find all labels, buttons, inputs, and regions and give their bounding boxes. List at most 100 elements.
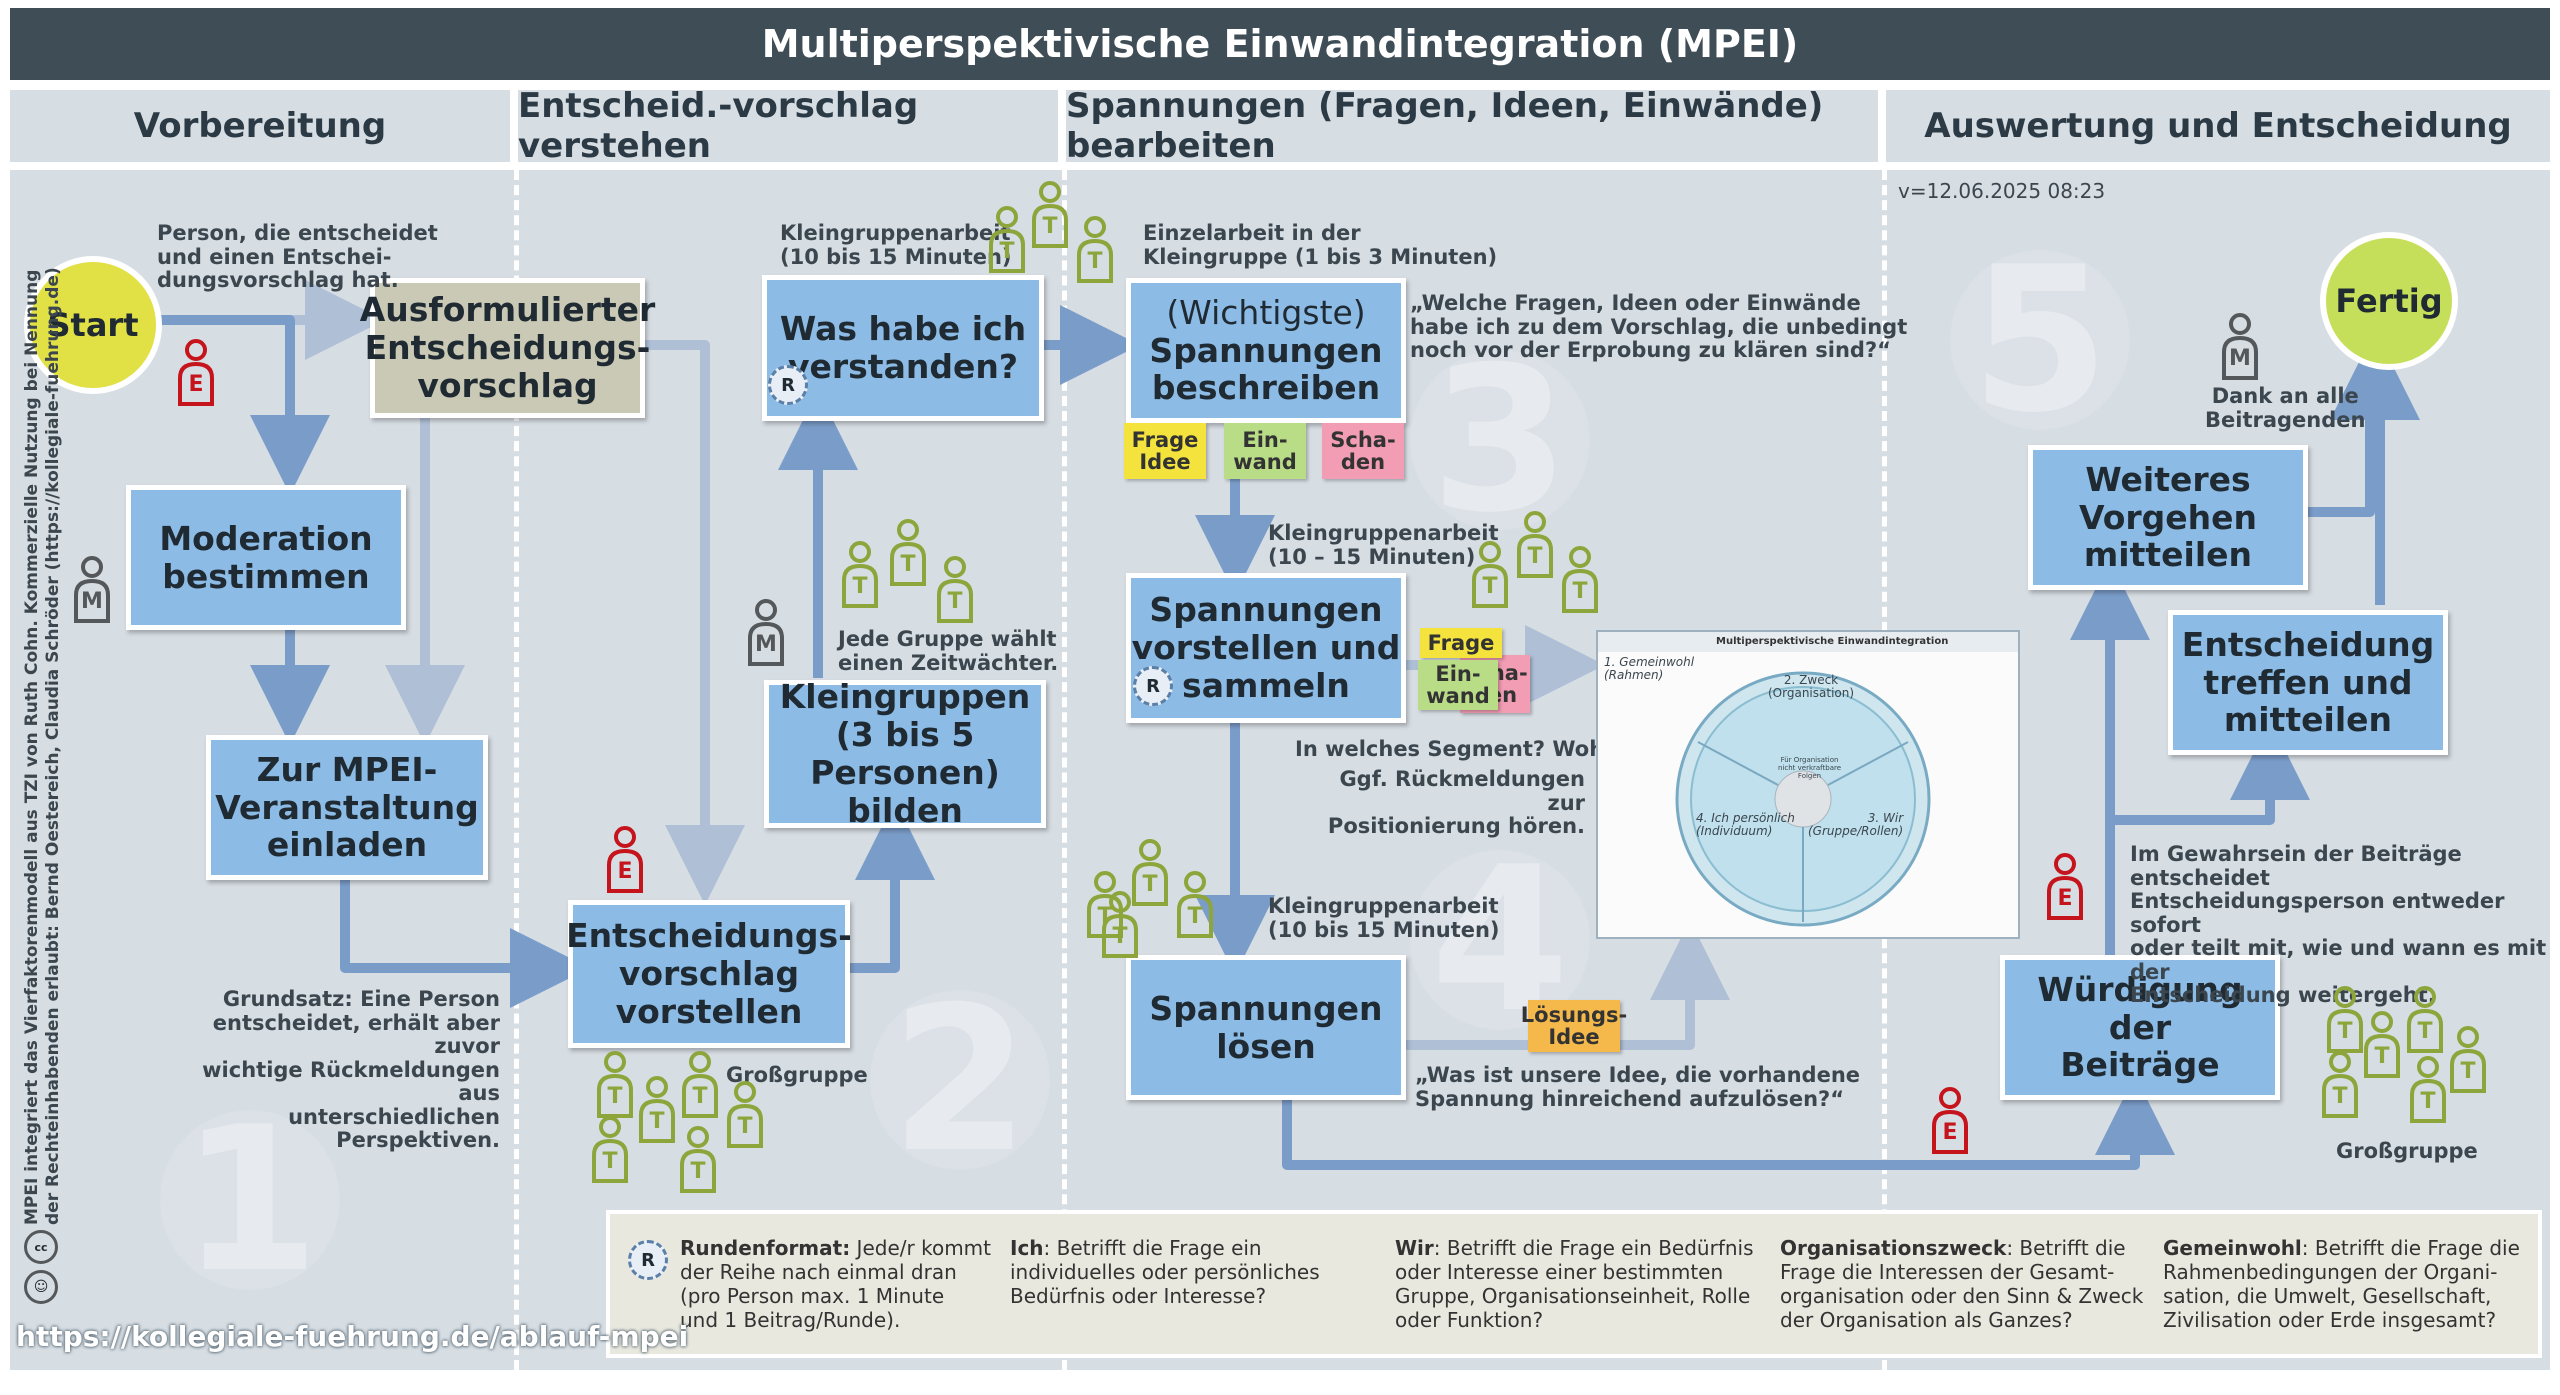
legend-text: Jede/r kommt der Reihe nach einmal dran … <box>680 1236 991 1332</box>
mini-poster-center: Für Organisation nicht verkraftbare Folg… <box>1778 756 1842 780</box>
teilnehmer-letter: T <box>900 552 916 577</box>
page-title: Multiperspektivische Einwandintegration … <box>10 8 2550 80</box>
teilnehmer-letter: T <box>692 1084 708 1109</box>
legend-text: : Betrifft die Frage ein individuelles o… <box>1010 1236 1320 1308</box>
teilnehmer-letter: T <box>1087 249 1103 274</box>
teilnehmer-letter: T <box>607 1084 623 1109</box>
start-node: Start <box>24 256 162 394</box>
fertig-node: Fertig <box>2320 232 2458 370</box>
teilnehmer-icon: T <box>1515 510 1555 580</box>
teilnehmer-letter: T <box>1042 214 1058 239</box>
box-was-verstanden: Was habe ich verstanden? <box>762 275 1044 421</box>
teilnehmer-letter: T <box>1527 544 1543 569</box>
legend-text: : Betrifft die Frage ein Bedürfnis oder … <box>1395 1236 1754 1332</box>
teilnehmer-icon: T <box>725 1080 765 1150</box>
teilnehmer-letter: T <box>947 589 963 614</box>
teilnehmer-icon: T <box>2448 1025 2488 1095</box>
rundenformat-icon: R <box>628 1240 668 1280</box>
entscheider-icon: E <box>605 825 645 895</box>
sticky-frage-idee: Frage Idee <box>1124 423 1206 479</box>
teilnehmer-icon: T <box>1085 870 1125 940</box>
legend-ich: Ich: Betrifft die Frage ein individuelle… <box>1010 1236 1320 1308</box>
cc-icon: cc <box>24 1230 58 1264</box>
note-grossgruppe-1: Großgruppe <box>726 1063 868 1087</box>
teilnehmer-letter: T <box>2374 1044 2390 1069</box>
column-header-spannungen: Spannungen (Fragen, Ideen, Einwände) bea… <box>1066 86 1878 166</box>
rundenformat-icon: R <box>1133 666 1173 706</box>
teilnehmer-icon: T <box>2408 1055 2448 1125</box>
sticky-loesungsidee: Lösungs- Idee <box>1521 1000 1627 1052</box>
box-kleingruppen-bilden: Kleingruppen (3 bis 5 Personen) bilden <box>764 678 1046 829</box>
box-wuerdigung: Würdigung der Beiträge <box>2000 955 2280 1100</box>
teilnehmer-letter: T <box>2337 1019 2353 1044</box>
legend-term: Organisationszweck <box>1780 1236 2007 1260</box>
legend-organisationszweck: Organisationszweck: Betrifft die Frage d… <box>1780 1236 2143 1332</box>
teilnehmer-icon: T <box>2325 985 2365 1055</box>
legend-term: Ich <box>1010 1236 1044 1260</box>
sticky-schaden: Scha- den <box>1322 423 1404 479</box>
mini-poster-zweck: 2. Zweck (Organisation) <box>1768 673 1855 701</box>
entscheider-icon: E <box>2045 852 2085 922</box>
column-header-verstehen: Entscheid.-vorschlag verstehen <box>518 86 1058 166</box>
license-text: MPEI integriert das Vierfaktorenmodell a… <box>22 267 64 1225</box>
entscheider-letter: E <box>188 372 204 397</box>
teilnehmer-letter: T <box>2460 1059 2476 1084</box>
note-grossgruppe-2: Großgruppe <box>2336 1139 2478 1163</box>
rundenformat-icon: R <box>768 365 808 405</box>
legend-text: : Betrifft die Frage die Interessen der … <box>1780 1236 2144 1332</box>
note-zeitwaechter: Jede Gruppe wählt einen Zeitwächter. <box>838 627 1059 675</box>
teilnehmer-icon: T <box>840 540 880 610</box>
legend-box <box>606 1210 2542 1358</box>
divider <box>1062 170 1067 1370</box>
teilnehmer-letter: T <box>852 574 868 599</box>
teilnehmer-icon: T <box>888 518 928 588</box>
mini-poster-gemeinwohl: 1. Gemeinwohl (Rahmen) <box>1604 655 1695 683</box>
box-vorschlag-vorstellen: Entscheidungs- vorschlag vorstellen <box>566 900 852 1048</box>
teilnehmer-letter: T <box>602 1149 618 1174</box>
box-spannungen-loesen: Spannungen lösen <box>1126 955 1406 1100</box>
teilnehmer-icon: T <box>1130 838 1170 908</box>
note-einzelarbeit: Einzelarbeit in der Kleingruppe (1 bis 3… <box>1143 221 1498 269</box>
column-header-vorbereitung: Vorbereitung <box>10 90 510 162</box>
teilnehmer-letter: T <box>2420 1089 2436 1114</box>
teilnehmer-letter: T <box>690 1159 706 1184</box>
moderator-icon: M <box>2220 312 2260 382</box>
moderator-icon: M <box>746 598 786 668</box>
mini-poster-wir: 3. Wir (Gruppe/Rollen) <box>1808 811 1904 839</box>
column-header-auswertung: Auswertung und Entscheidung <box>1886 90 2550 162</box>
divider <box>514 170 519 1370</box>
teilnehmer-icon: T <box>1030 180 1070 250</box>
box-beschreiben-label: Spannungen beschreiben <box>1149 330 1383 408</box>
mini-poster-wheel <box>1675 671 1931 927</box>
note-person: Person, die entscheidet und einen Entsch… <box>157 221 438 293</box>
teilnehmer-letter: T <box>1112 924 1128 949</box>
sticky-frage-stack: Frage <box>1420 628 1502 658</box>
teilnehmer-letter: T <box>1187 904 1203 929</box>
teilnehmer-icon: T <box>987 205 1027 275</box>
box-weiteres-vorgehen: Weiteres Vorgehen mitteilen <box>2028 445 2308 590</box>
note-gewahrsein: Im Gewahrsein der Beiträge entscheidet E… <box>2130 842 2547 1008</box>
sticky-einwand-stack: Ein- wand <box>1418 660 1498 710</box>
teilnehmer-letter: T <box>1097 904 1113 929</box>
teilnehmer-icon: T <box>1100 890 1140 960</box>
box-moderation-bestimmen: Moderation bestimmen <box>126 485 406 630</box>
teilnehmer-letter: T <box>2332 1084 2348 1109</box>
teilnehmer-icon: T <box>935 555 975 625</box>
note-kleingruppenarbeit-2: Kleingruppenarbeit (10 – 15 Minuten) <box>1268 521 1499 569</box>
box-ausformulierter-vorschlag: Ausformulierter Entscheidungs- vorschlag <box>360 278 655 418</box>
note-positionierung: Ggf. Rückmeldungen zur Positionierung hö… <box>1327 767 1585 839</box>
teilnehmer-letter: T <box>1142 872 1158 897</box>
mini-poster-ich: 4. Ich persönlich (Individuum) <box>1696 811 1795 839</box>
box-spannungen-sammeln: Spannungen vorstellen und sammeln <box>1126 573 1406 723</box>
source-link[interactable]: https://kollegiale-fuehrung.de/ablauf-mp… <box>16 1320 689 1353</box>
note-kleingruppenarbeit-1: Kleingruppenarbeit (10 bis 15 Minuten) <box>780 221 1012 269</box>
entscheider-letter: E <box>617 859 633 884</box>
entscheider-letter: E <box>1942 1120 1958 1145</box>
box-spannungen-beschreiben: (Wichtigste) Spannungen beschreiben <box>1126 278 1406 423</box>
box-entscheidung-treffen: Entscheidung treffen und mitteilen <box>2168 610 2448 755</box>
legend-term: Wir <box>1395 1236 1434 1260</box>
teilnehmer-icon: T <box>1075 215 1115 285</box>
note-dank: Dank an alle Beitragenden <box>2205 384 2366 432</box>
teilnehmer-icon: T <box>637 1075 677 1145</box>
